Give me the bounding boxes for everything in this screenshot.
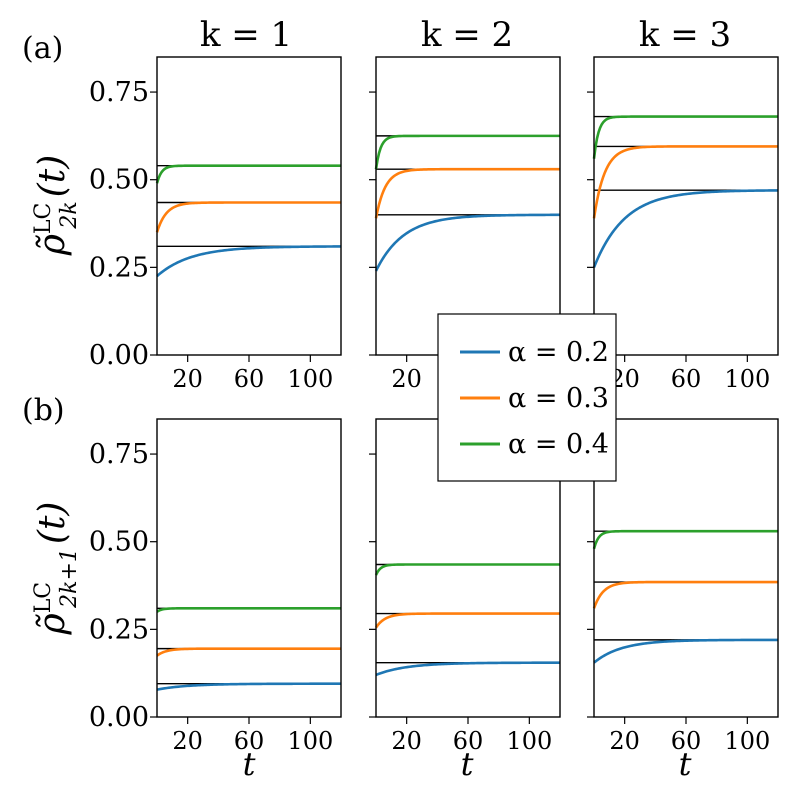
y-tick-label: 0.25 — [89, 252, 149, 283]
row-label-b: (b) — [22, 393, 65, 428]
series-line-0-4 — [155, 164, 341, 184]
x-tick-label: 60 — [234, 365, 265, 393]
series-line-0-2 — [375, 661, 560, 677]
legend-entry: α = 0.4 — [508, 429, 609, 460]
legend-entry: α = 0.3 — [508, 383, 609, 414]
legend: α = 0.2 α = 0.3 α = 0.4 — [437, 313, 617, 482]
series-line-0-4 — [374, 563, 560, 576]
x-tick-label: 20 — [609, 727, 640, 755]
panel-b-k2: 20 60 100 — [369, 418, 561, 755]
column-title-k2: k = 2 — [421, 15, 513, 55]
plot-area: 20 60 100 0.00 0.25 0.50 0.75 20 60 100 20 60 100 20 6… — [89, 56, 779, 755]
legend-entry: α = 0.2 — [508, 337, 609, 368]
xlabel-col2: t — [461, 745, 474, 783]
y-tick-label: 0.50 — [89, 527, 149, 558]
x-tick-label: 100 — [506, 727, 552, 755]
y-tick-label: 0.00 — [89, 340, 149, 371]
series-line-0-3 — [592, 580, 778, 609]
y-tick-label: 0.25 — [89, 614, 149, 645]
y-tick-label: 0.75 — [89, 439, 149, 470]
series-line-0-2 — [156, 245, 341, 278]
x-tick-label: 60 — [453, 727, 484, 755]
panel-b-k1: 20 60 100 0.00 0.25 0.50 0.75 — [89, 418, 342, 755]
series-line-0-3 — [374, 167, 560, 219]
series-line-0-3 — [592, 145, 778, 219]
row-label-a: (a) — [22, 31, 63, 66]
column-title-k3: k = 3 — [639, 15, 731, 55]
series-line-0-3 — [374, 612, 560, 629]
series-line-0-3 — [155, 201, 341, 233]
xlabel-col1: t — [243, 745, 256, 783]
panel-a-k1: 20 60 100 0.00 0.25 0.50 0.75 — [89, 56, 342, 393]
series-line-0-4 — [592, 115, 778, 159]
series-line-0-3 — [156, 647, 341, 657]
x-tick-label: 20 — [391, 365, 422, 393]
x-tick-label: 100 — [287, 727, 333, 755]
series-line-0-2 — [592, 189, 779, 268]
x-tick-label: 60 — [234, 727, 265, 755]
y-tick-label: 0.50 — [89, 165, 149, 196]
series-line-0-4 — [374, 134, 560, 170]
x-tick-label: 60 — [671, 727, 702, 755]
x-tick-label: 100 — [724, 727, 770, 755]
ylabel-bottom: ρ̃LC2k+1(t) — [31, 502, 82, 636]
column-title-k1: k = 1 — [200, 15, 292, 55]
y-tick-label: 0.75 — [89, 77, 149, 108]
x-tick-label: 20 — [172, 365, 203, 393]
series-line-0-2 — [593, 638, 778, 664]
ylabel-top: ρ̃LC2k(t) — [31, 155, 82, 257]
series-line-0-4 — [156, 607, 341, 613]
axes-frame — [593, 418, 779, 718]
series-line-0-4 — [592, 529, 778, 550]
x-tick-label: 60 — [671, 365, 702, 393]
series-line-0-2 — [374, 213, 560, 272]
axes-frame — [156, 418, 342, 718]
x-tick-label: 20 — [172, 727, 203, 755]
x-tick-label: 100 — [724, 365, 770, 393]
x-tick-label: 100 — [287, 365, 333, 393]
series-line-0-2 — [156, 682, 341, 691]
x-tick-label: 20 — [391, 727, 422, 755]
axes-frame — [593, 56, 779, 356]
xlabel-col3: t — [679, 745, 692, 783]
axes-frame — [375, 56, 561, 356]
panel-b-k3: 20 60 100 — [587, 418, 779, 755]
axes-frame — [156, 56, 342, 356]
y-tick-label: 0.00 — [89, 702, 149, 733]
